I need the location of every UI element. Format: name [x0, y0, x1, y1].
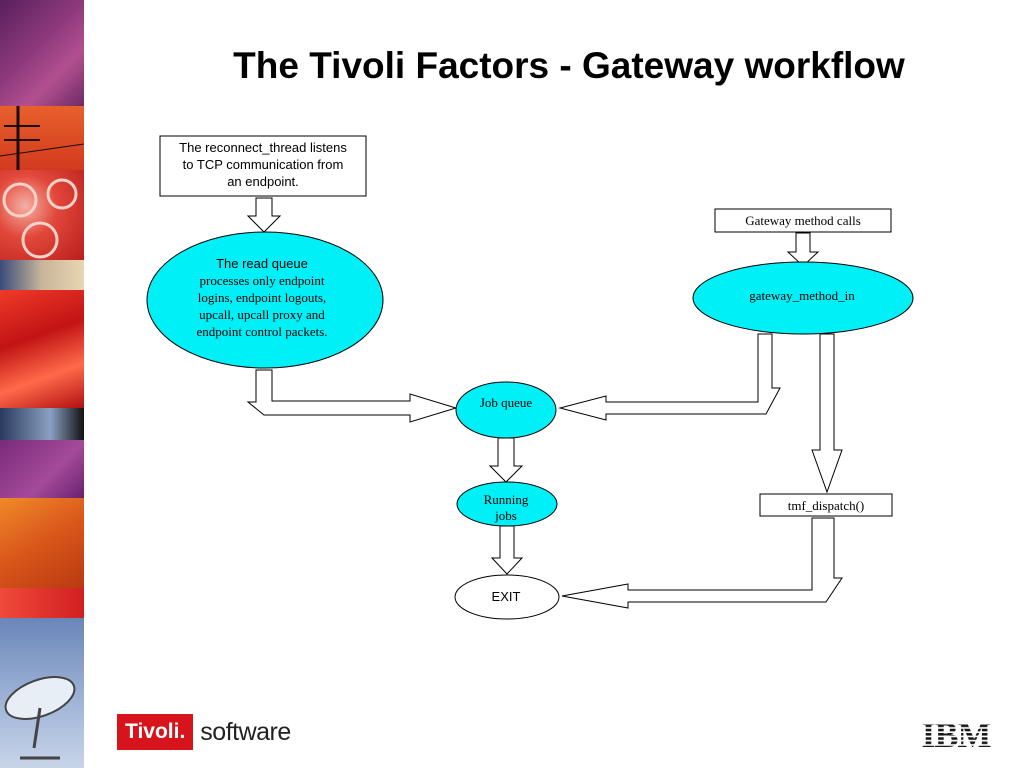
ibm-logo: IBM: [915, 715, 997, 755]
read-queue-node: The read queue processes only endpoint l…: [146, 231, 384, 369]
job-queue-label: Job queue: [480, 395, 533, 410]
power-lines-icon: [0, 106, 84, 170]
ibm-wordmark: IBM: [922, 716, 991, 750]
arrow-calls-to-methodin: [786, 232, 820, 267]
read-queue-line-4: endpoint control packets.: [196, 324, 327, 339]
tivoli-software-logo: Tivoli. software: [117, 712, 291, 752]
clocks-image: [0, 170, 84, 260]
arrow-readqueue-to-jobqueue: [246, 369, 458, 423]
gateway-method-in-label: gateway_method_in: [749, 288, 855, 303]
orange-field-image: [0, 498, 84, 588]
tivoli-product: software: [200, 717, 291, 746]
exit-label: EXIT: [492, 589, 521, 604]
reconnect-line-1: The reconnect_thread listens: [179, 140, 347, 155]
running-jobs-line-2: jobs: [494, 508, 517, 523]
read-queue-line-3: upcall, upcall proxy and: [199, 307, 325, 322]
running-jobs-node: Running jobs: [456, 481, 558, 527]
purple-texture-image: [0, 440, 84, 498]
arrow-running-to-exit: [490, 525, 524, 575]
arrow-tmfdispatch-to-exit: [561, 517, 843, 609]
arrow-jobqueue-to-running: [488, 437, 524, 483]
gateway-method-calls-label: Gateway method calls: [745, 213, 861, 228]
clock-faces-icon: [2, 178, 78, 259]
gateway-method-calls-node: Gateway method calls: [714, 208, 892, 233]
slide-title: The Tivoli Factors - Gateway workflow: [233, 45, 905, 86]
ibm-logo-icon: IBM: [922, 715, 992, 755]
red-band-image: [0, 588, 84, 618]
read-queue-title: The read queue: [216, 256, 308, 271]
tivoli-brand: Tivoli.: [117, 714, 194, 750]
satellite-dish-icon: [4, 676, 76, 760]
reconnect-line-3: an endpoint.: [227, 174, 299, 189]
job-queue-node: Job queue: [455, 381, 557, 439]
tmf-dispatch-label: tmf_dispatch(): [788, 498, 865, 513]
city-image: [0, 260, 84, 290]
red-abstract-image: [0, 290, 84, 408]
reconnect-line-2: to TCP communication from: [183, 157, 344, 172]
power-lines-image: [0, 106, 84, 170]
arrow-methodin-to-jobqueue: [558, 333, 781, 421]
sidebar-image-strip: [0, 0, 84, 768]
satellite-dish-image: [0, 618, 84, 768]
read-queue-line-2: logins, endpoint logouts,: [198, 290, 327, 305]
building-image: [0, 408, 84, 440]
running-jobs-line-1: Running: [484, 492, 529, 507]
exit-node: EXIT: [454, 574, 560, 620]
reconnect-thread-node: The reconnect_thread listens to TCP comm…: [159, 135, 367, 197]
arrow-reconnect-to-readqueue: [246, 197, 282, 233]
arrow-methodin-to-tmfdispatch: [811, 333, 843, 494]
tmf-dispatch-node: tmf_dispatch(): [759, 493, 893, 517]
fabric-texture-image: [0, 0, 84, 106]
gateway-method-in-node: gateway_method_in: [692, 261, 914, 335]
read-queue-line-1: processes only endpoint: [200, 273, 325, 288]
